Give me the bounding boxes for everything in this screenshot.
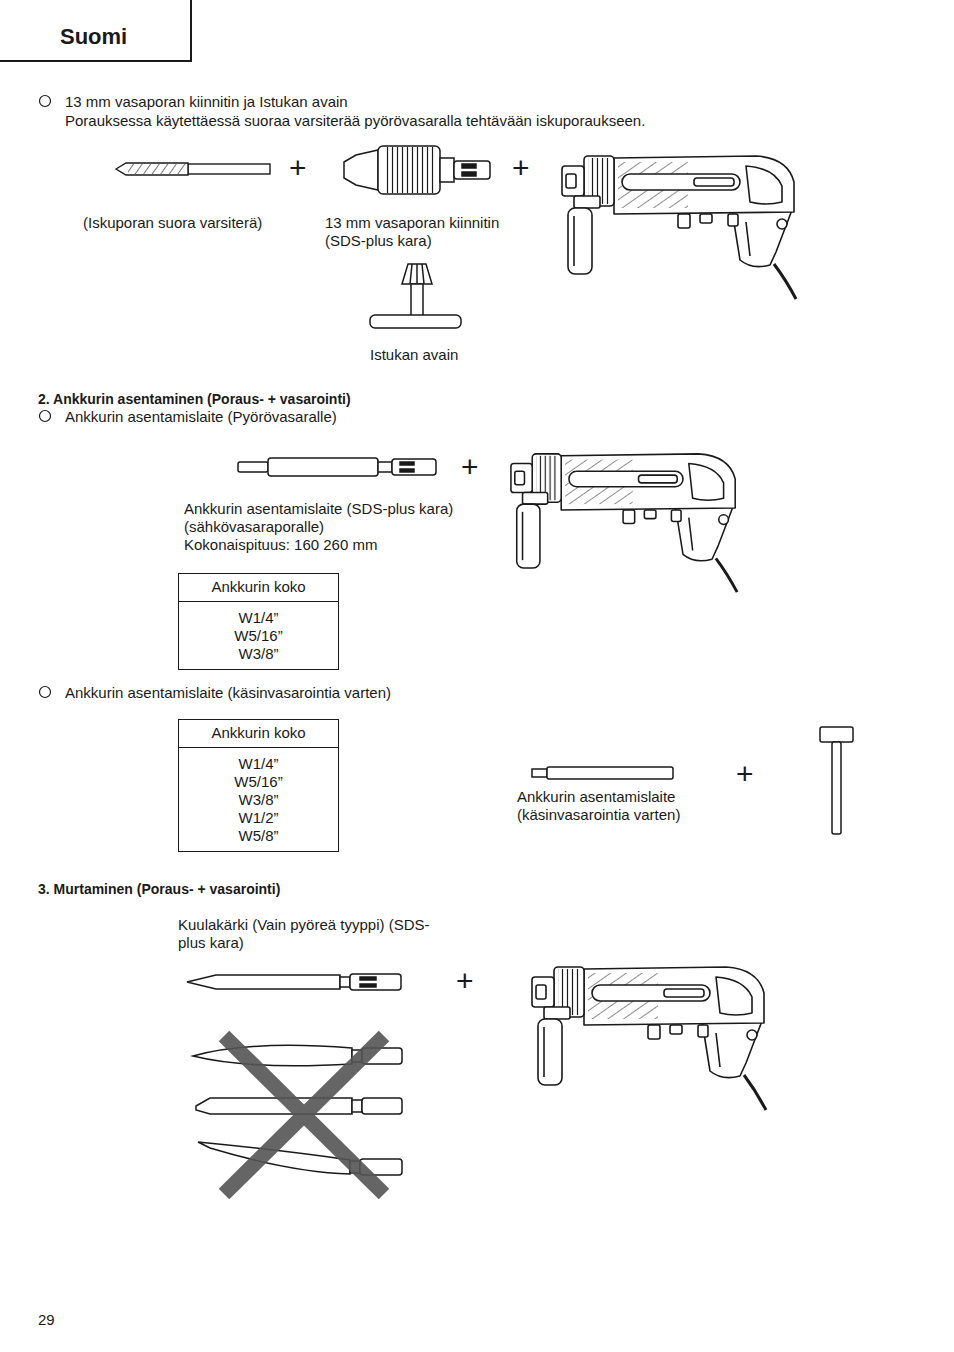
table-header: Ankkurin koko xyxy=(179,574,338,602)
anchor-size-table: Ankkurin kokoW1/4”W5/16”W3/8”W1/2”W5/8” xyxy=(178,719,339,852)
plus-sign: + xyxy=(512,153,530,183)
plus-sign: + xyxy=(289,153,307,183)
table-cell: W5/16” xyxy=(185,627,332,645)
part-caption: 13 mm vasaporan kiinnitin (SDS-plus kara… xyxy=(325,214,543,250)
part-caption: Kuulakärki (Vain pyöreä tyyppi) (SDS-plu… xyxy=(178,916,430,952)
dimension-text: Kokonaispituus: 160 260 mm xyxy=(184,536,377,554)
plus-sign: + xyxy=(461,452,479,482)
tab-title: Suomi xyxy=(0,0,190,50)
anchor-size-table: Ankkurin kokoW1/4”W5/16”W3/8” xyxy=(178,573,339,670)
table-header: Ankkurin koko xyxy=(179,720,338,748)
part-caption: Istukan avain xyxy=(370,346,458,364)
part-caption: Ankkurin asentamislaite (SDS-plus kara) … xyxy=(184,500,496,536)
plus-sign: + xyxy=(456,966,474,996)
item-text: 13 mm vasaporan kiinnitin ja Istukan ava… xyxy=(65,93,348,111)
section-heading: 3. Murtaminen (Poraus- + vasarointi) xyxy=(38,880,280,898)
note-text: Porauksessa käytettäessä suoraa varsiter… xyxy=(65,112,645,130)
table-cell: W1/4” xyxy=(185,755,332,773)
item-text: Ankkurin asentamislaite (käsinvasarointi… xyxy=(65,684,391,702)
language-tab: Suomi xyxy=(0,0,192,62)
table-body: W1/4”W5/16”W3/8” xyxy=(179,602,338,669)
table-cell: W5/16” xyxy=(185,773,332,791)
table-body: W1/4”W5/16”W3/8”W1/2”W5/8” xyxy=(179,748,338,851)
table-cell: W1/4” xyxy=(185,609,332,627)
plus-sign: + xyxy=(736,759,754,789)
table-cell: W3/8” xyxy=(185,645,332,663)
page-number: 29 xyxy=(38,1311,55,1329)
table-cell: W3/8” xyxy=(185,791,332,809)
section-heading: 2. Ankkurin asentaminen (Poraus- + vasar… xyxy=(38,390,351,408)
item-text: Ankkurin asentamislaite (Pyörövasaralle) xyxy=(65,408,337,426)
part-caption: (Iskuporan suora varsiterä) xyxy=(83,214,262,232)
table-cell: W1/2” xyxy=(185,809,332,827)
table-cell: W5/8” xyxy=(185,827,332,845)
part-caption: Ankkurin asentamislaite (käsinvasarointi… xyxy=(517,788,739,824)
